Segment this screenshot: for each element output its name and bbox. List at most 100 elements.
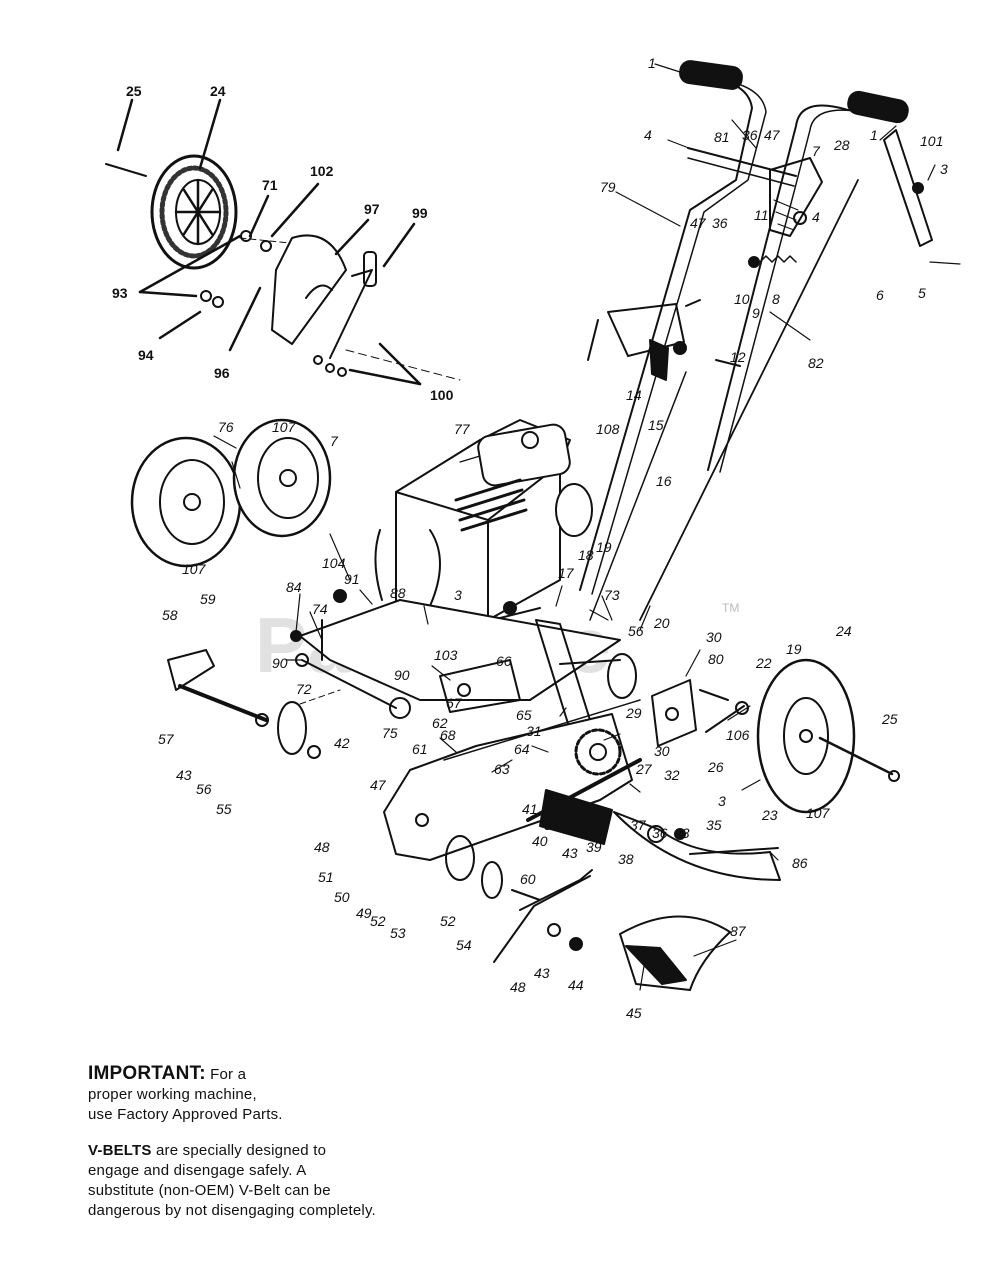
label-19a: 19	[596, 539, 612, 555]
label-72: 72	[296, 681, 312, 697]
label-30b: 30	[654, 743, 670, 759]
label-12: 12	[730, 349, 746, 365]
label-47a: 47	[764, 127, 781, 143]
label-101: 101	[920, 133, 943, 149]
blade-housing	[167, 649, 729, 901]
vbelts-heading: V-BELTS	[88, 1142, 152, 1159]
label-87: 87	[730, 923, 747, 939]
label-5: 5	[918, 285, 926, 301]
label-71: 71	[262, 177, 278, 193]
label-7b: 7	[330, 433, 339, 449]
label-76: 76	[218, 419, 234, 435]
right-grip	[847, 90, 909, 124]
label-94: 94	[138, 347, 154, 363]
label-56b: 56	[196, 781, 212, 797]
label-108: 108	[596, 421, 620, 437]
label-4b: 4	[812, 209, 820, 225]
label-41: 41	[522, 801, 538, 817]
left-grip	[679, 60, 743, 90]
label-35: 35	[706, 817, 722, 833]
label-47c: 47	[370, 777, 387, 793]
part-labels: 25 24 102 71 97 99 93 94 96 100 1 1 4 81…	[112, 55, 948, 1021]
label-38: 38	[618, 851, 634, 867]
label-86: 86	[792, 855, 808, 871]
label-16: 16	[656, 473, 672, 489]
label-4a: 4	[644, 127, 652, 143]
leader-lines	[213, 63, 961, 991]
guards	[493, 811, 781, 991]
important-line-1: For a	[205, 1066, 247, 1083]
label-97: 97	[364, 201, 380, 217]
label-37: 37	[630, 817, 647, 833]
label-74: 74	[312, 601, 328, 617]
label-43c: 43	[534, 965, 550, 981]
label-49: 49	[356, 905, 372, 921]
label-52a: 52	[370, 913, 386, 929]
label-62: 62	[432, 715, 448, 731]
label-48a: 48	[314, 839, 330, 855]
label-26: 26	[707, 759, 724, 775]
label-32: 32	[664, 767, 680, 783]
front-wheel-assembly	[105, 154, 461, 381]
label-18: 18	[578, 547, 594, 563]
label-28: 28	[833, 137, 850, 153]
label-58: 58	[162, 607, 178, 623]
edger-parts-diagram: PartsTree TM	[105, 55, 961, 1021]
label-39: 39	[586, 839, 602, 855]
label-91: 91	[344, 571, 360, 587]
label-25: 25	[126, 83, 142, 99]
label-44: 44	[568, 977, 584, 993]
label-53: 53	[390, 925, 406, 941]
label-56a: 56	[628, 623, 644, 639]
vbelts-line-2: engage and disengage safely. A	[88, 1162, 307, 1179]
label-10: 10	[734, 291, 750, 307]
label-29: 29	[625, 705, 642, 721]
label-107c: 107	[806, 805, 831, 821]
label-25b: 25	[881, 711, 898, 727]
label-102: 102	[310, 163, 334, 179]
label-107a: 107	[272, 419, 297, 435]
label-68: 68	[440, 727, 456, 743]
label-24b: 24	[835, 623, 852, 639]
label-20: 20	[653, 615, 670, 631]
label-90b: 90	[394, 667, 410, 683]
label-8: 8	[772, 291, 780, 307]
label-90a: 90	[272, 655, 288, 671]
label-64: 64	[514, 741, 530, 757]
label-79: 79	[600, 179, 616, 195]
label-104: 104	[322, 555, 346, 571]
watermark-tm: TM	[722, 601, 739, 615]
label-57: 57	[158, 731, 175, 747]
label-103: 103	[434, 647, 458, 663]
vbelts-note: V-BELTS are specially designed to engage…	[88, 1141, 608, 1221]
label-84: 84	[286, 579, 302, 595]
label-6: 6	[876, 287, 884, 303]
right-wheel	[705, 658, 900, 814]
label-107b: 107	[182, 561, 207, 577]
label-93: 93	[112, 285, 128, 301]
label-14: 14	[626, 387, 642, 403]
frame	[290, 589, 621, 731]
label-47b: 47	[690, 215, 707, 231]
label-63: 63	[494, 761, 510, 777]
label-27: 27	[635, 761, 653, 777]
label-51: 51	[318, 869, 334, 885]
label-36a: 36	[742, 127, 758, 143]
notes-block: IMPORTANT: For a proper working machine,…	[88, 1064, 608, 1237]
label-1b: 1	[870, 127, 878, 143]
label-33: 33	[674, 825, 690, 841]
label-65: 65	[516, 707, 532, 723]
label-88: 88	[390, 585, 406, 601]
label-99: 99	[412, 205, 428, 221]
label-75: 75	[382, 725, 398, 741]
label-73: 73	[604, 587, 620, 603]
label-19b: 19	[786, 641, 802, 657]
label-45: 45	[626, 1005, 642, 1021]
vbelts-line-3: substitute (non-OEM) V-Belt can be	[88, 1182, 331, 1199]
label-66: 66	[496, 653, 512, 669]
label-3a: 3	[940, 161, 948, 177]
label-54: 54	[456, 937, 472, 953]
label-7a: 7	[812, 143, 821, 159]
label-80: 80	[708, 651, 724, 667]
label-17: 17	[558, 565, 575, 581]
